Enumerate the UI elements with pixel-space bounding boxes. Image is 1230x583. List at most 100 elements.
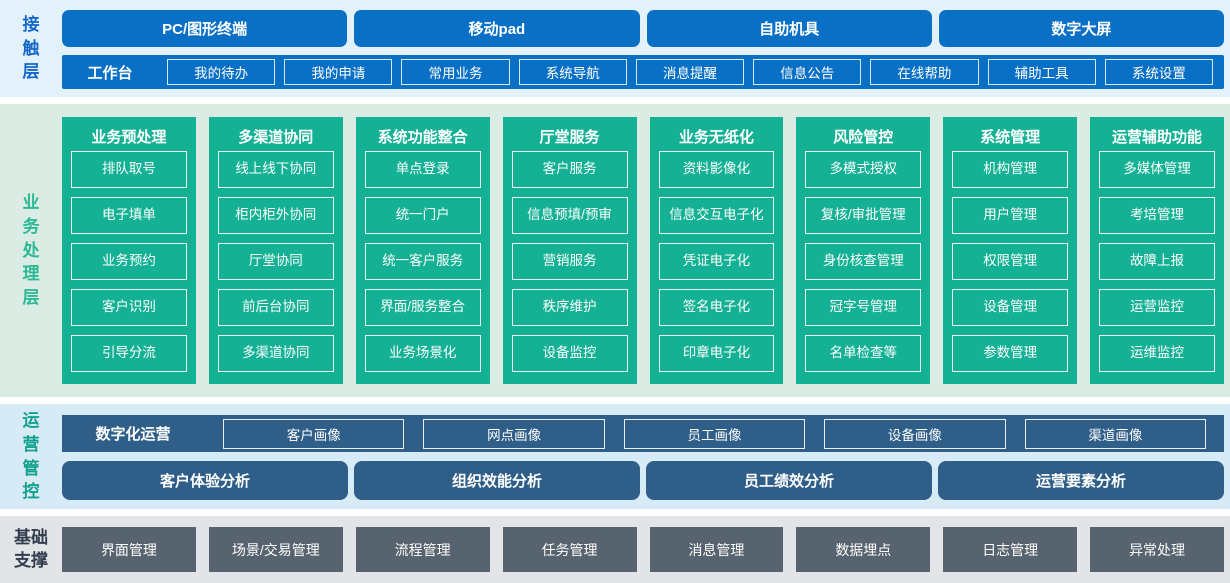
column-item: 多渠道协同 — [217, 335, 334, 372]
workbench-item-online-help: 在线帮助 — [870, 59, 979, 85]
column-item: 故障上报 — [1099, 243, 1215, 280]
column-item: 凭证电子化 — [658, 243, 775, 280]
digital-ops-item-employee-profile: 员工画像 — [623, 418, 806, 449]
workbench-item-aux-tools: 辅助工具 — [987, 59, 1096, 85]
workbench-item-message-alert: 消息提醒 — [635, 59, 745, 85]
column-item: 界面/服务整合 — [364, 289, 481, 326]
column-item: 营销服务 — [511, 243, 628, 280]
workbench-bar: 工作台 我的待办 我的申请 常用业务 系统导航 消息提醒 信息公告 在线帮助 辅… — [62, 55, 1224, 89]
workbench-item-system-settings: 系统设置 — [1104, 59, 1213, 85]
column-item: 厅堂协同 — [217, 243, 334, 280]
column-item: 柜内柜外协同 — [217, 197, 334, 234]
column-item: 冠字号管理 — [805, 289, 922, 326]
business-layer-band: 业务处理层 业务预处理 排队取号 电子填单 业务预约 客户识别 引导分流 多渠道… — [0, 104, 1230, 397]
contact-layer-label: 接触层 — [0, 0, 62, 97]
business-column-ops-aux: 运营辅助功能 多媒体管理 考培管理 故障上报 运营监控 运维监控 — [1090, 117, 1224, 384]
contact-layer-content: PC/图形终端 移动pad 自助机具 数字大屏 工作台 我的待办 我的申请 常用… — [62, 0, 1230, 97]
column-item: 多模式授权 — [805, 151, 922, 188]
digital-ops-item-customer-profile: 客户画像 — [223, 418, 405, 449]
column-item: 统一客户服务 — [364, 243, 481, 280]
column-item: 考培管理 — [1099, 197, 1215, 234]
foundation-layer-label: 基础支撑 — [0, 516, 62, 583]
column-title: 系统功能整合 — [377, 129, 468, 146]
column-item: 签名电子化 — [658, 289, 775, 326]
business-column-system-management: 系统管理 机构管理 用户管理 权限管理 设备管理 参数管理 — [943, 117, 1078, 384]
business-column-paperless: 业务无纸化 资料影像化 信息交互电子化 凭证电子化 签名电子化 印章电子化 — [649, 117, 784, 384]
column-items: 客户服务 信息预填/预审 营销服务 秩序维护 设备监控 — [511, 151, 628, 372]
column-item: 多媒体管理 — [1099, 151, 1215, 188]
column-item: 运营监控 — [1099, 289, 1215, 326]
column-item: 资料影像化 — [658, 151, 775, 188]
analysis-customer-experience: 客户体验分析 — [62, 461, 348, 500]
foundation-layer-band: 基础支撑 界面管理 场景/交易管理 流程管理 任务管理 消息管理 数据埋点 日志… — [0, 516, 1230, 583]
column-item: 设备管理 — [952, 289, 1069, 326]
column-item: 信息交互电子化 — [658, 197, 775, 234]
workbench-item-applications: 我的申请 — [284, 59, 393, 85]
column-items: 多媒体管理 考培管理 故障上报 运营监控 运维监控 — [1099, 151, 1215, 372]
device-digital-screen: 数字大屏 — [938, 10, 1224, 47]
column-title: 运营辅助功能 — [1112, 129, 1203, 146]
column-item: 前后台协同 — [217, 289, 334, 326]
contact-layer-label-text: 接触层 — [22, 14, 40, 82]
device-self-service: 自助机具 — [646, 10, 932, 47]
analysis-row: 客户体验分析 组织效能分析 员工绩效分析 运营要素分析 — [62, 461, 1224, 500]
column-title: 业务预处理 — [91, 129, 167, 146]
business-column-hall-service: 厅堂服务 客户服务 信息预填/预审 营销服务 秩序维护 设备监控 — [502, 117, 637, 384]
operations-layer-label-text: 运营管控 — [22, 410, 40, 502]
column-item: 信息预填/预审 — [511, 197, 628, 234]
column-item: 身份核查管理 — [805, 243, 922, 280]
column-item: 引导分流 — [71, 335, 187, 372]
operations-layer-content: 数字化运营 客户画像 网点画像 员工画像 设备画像 渠道画像 客户体验分析 组织… — [62, 404, 1230, 509]
column-item: 参数管理 — [952, 335, 1069, 372]
business-column-multichannel: 多渠道协同 线上线下协同 柜内柜外协同 厅堂协同 前后台协同 多渠道协同 — [208, 117, 343, 384]
column-items: 机构管理 用户管理 权限管理 设备管理 参数管理 — [952, 151, 1069, 372]
column-item: 业务预约 — [71, 243, 187, 280]
workbench-label: 工作台 — [87, 64, 133, 82]
foundation-layer-label-text: 基础支撑 — [14, 527, 48, 570]
column-item: 机构管理 — [952, 151, 1069, 188]
analysis-employee-performance: 员工绩效分析 — [646, 461, 932, 500]
column-items: 资料影像化 信息交互电子化 凭证电子化 签名电子化 印章电子化 — [658, 151, 775, 372]
foundation-item-scene-transaction: 场景/交易管理 — [208, 527, 343, 572]
column-items: 单点登录 统一门户 统一客户服务 界面/服务整合 业务场景化 — [364, 151, 481, 372]
column-item: 权限管理 — [952, 243, 1069, 280]
column-item: 名单检查等 — [805, 335, 922, 372]
column-item: 业务场景化 — [364, 335, 481, 372]
column-item: 统一门户 — [364, 197, 481, 234]
digital-ops-bar: 数字化运营 客户画像 网点画像 员工画像 设备画像 渠道画像 — [62, 415, 1224, 452]
column-items: 多模式授权 复核/审批管理 身份核查管理 冠字号管理 名单检查等 — [805, 151, 922, 372]
column-title: 厅堂服务 — [539, 129, 600, 146]
column-item: 复核/审批管理 — [805, 197, 922, 234]
foundation-layer-content: 界面管理 场景/交易管理 流程管理 任务管理 消息管理 数据埋点 日志管理 异常… — [62, 516, 1230, 583]
column-items: 排队取号 电子填单 业务预约 客户识别 引导分流 — [71, 151, 187, 372]
business-layer-content: 业务预处理 排队取号 电子填单 业务预约 客户识别 引导分流 多渠道协同 线上线… — [62, 104, 1230, 397]
foundation-item-exception-handling: 异常处理 — [1090, 527, 1224, 572]
digital-ops-label: 数字化运营 — [95, 426, 171, 443]
column-title: 多渠道协同 — [238, 129, 314, 146]
column-item: 排队取号 — [71, 151, 187, 188]
operations-layer-band: 运营管控 数字化运营 客户画像 网点画像 员工画像 设备画像 渠道画像 客户体验… — [0, 404, 1230, 509]
business-layer-label: 业务处理层 — [0, 104, 62, 397]
workbench-item-todo: 我的待办 — [167, 59, 276, 85]
workbench-item-system-nav: 系统导航 — [518, 59, 627, 85]
column-item: 客户识别 — [71, 289, 187, 326]
foundation-item-data-tracking: 数据埋点 — [796, 527, 931, 572]
foundation-item-process-management: 流程管理 — [355, 527, 490, 572]
business-column-preprocess: 业务预处理 排队取号 电子填单 业务预约 客户识别 引导分流 — [62, 117, 196, 384]
workbench-item-bulletin: 信息公告 — [753, 59, 862, 85]
digital-ops-item-branch-profile: 网点画像 — [423, 418, 605, 449]
column-item: 单点登录 — [364, 151, 481, 188]
device-mobile-pad: 移动pad — [354, 10, 640, 47]
column-title: 风险管控 — [833, 129, 894, 146]
column-item: 印章电子化 — [658, 335, 775, 372]
foundation-item-message-management: 消息管理 — [649, 527, 784, 572]
foundation-item-log-management: 日志管理 — [943, 527, 1078, 572]
analysis-operation-factors: 运营要素分析 — [938, 461, 1224, 500]
foundation-item-task-management: 任务管理 — [502, 527, 637, 572]
column-title: 业务无纸化 — [678, 129, 754, 146]
column-item: 用户管理 — [952, 197, 1069, 234]
column-items: 线上线下协同 柜内柜外协同 厅堂协同 前后台协同 多渠道协同 — [217, 151, 334, 372]
column-item: 电子填单 — [71, 197, 187, 234]
contact-layer-band: 接触层 PC/图形终端 移动pad 自助机具 数字大屏 工作台 我的待办 我的申… — [0, 0, 1230, 97]
column-item: 客户服务 — [511, 151, 628, 188]
